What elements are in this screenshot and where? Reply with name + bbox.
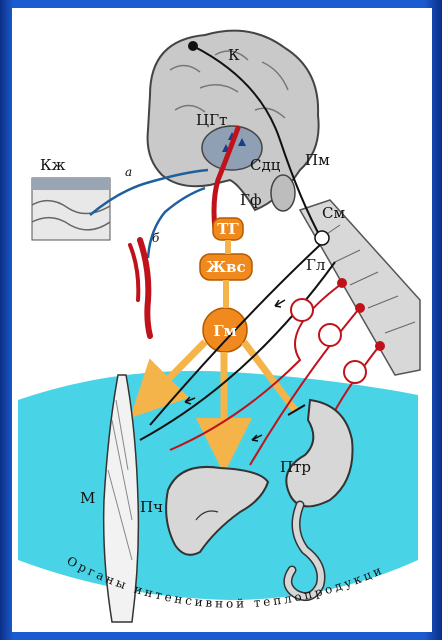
label-medulla: Пм [305,151,330,169]
label-hypothalamus-center: ЦГт [196,111,227,129]
label-vessel-a: а [125,165,132,179]
node-thyrotropin-label: ТГ [217,220,239,238]
label-cortex: К [228,46,240,64]
label-spinal-cord: См [322,204,345,222]
label-stomach: Птр [280,458,311,476]
spinal-cord [300,200,420,375]
spinal-relay [315,231,329,245]
label-muscle: М [80,489,95,507]
label-ganglion: Гл [306,256,325,274]
label-vessel-b: б [152,231,160,245]
label-skin: Кж [40,156,66,174]
cerebellum [271,175,295,211]
skin-epidermis [32,178,110,190]
label-thalamus: Сдц [250,156,281,174]
ganglia [291,299,366,383]
label-liver: Пч [140,498,163,516]
vessel-b-branch [130,245,138,300]
node-thyroid-label: Жвс [206,258,245,276]
vessel-afferent-b [148,188,205,258]
label-pituitary: Гф [240,191,262,209]
node-hormone-label: Гм [213,322,236,340]
